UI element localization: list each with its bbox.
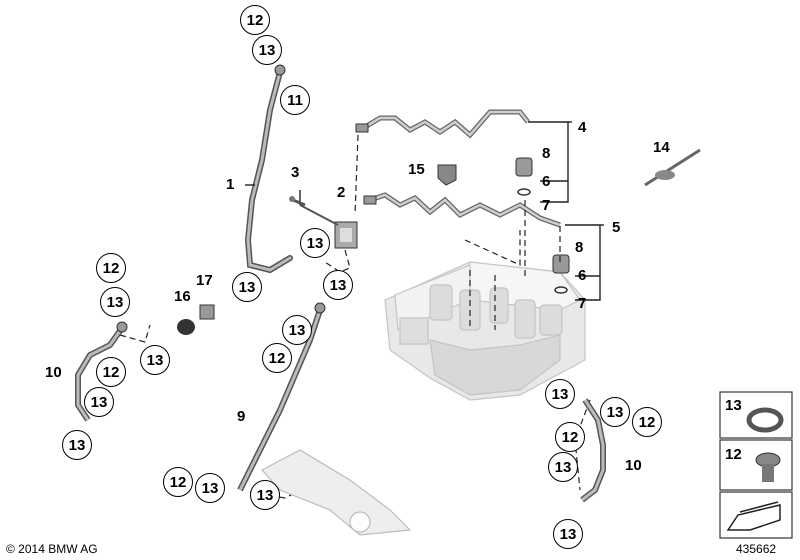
brake-hose-9 bbox=[237, 302, 326, 492]
callout-12-mid: 12 bbox=[262, 343, 292, 373]
label-part-7-upper: 7 bbox=[542, 197, 551, 214]
callout-13-mid-left: 13 bbox=[300, 228, 330, 258]
distributor-piece-2 bbox=[299, 204, 358, 249]
callout-13-left-end: 13 bbox=[62, 430, 92, 460]
callout-12-left: 12 bbox=[96, 253, 126, 283]
callout-13-left-hose: 13 bbox=[140, 345, 170, 375]
label-part-14: 14 bbox=[653, 139, 670, 156]
label-part-15: 15 bbox=[408, 161, 425, 178]
callout-11: 11 bbox=[280, 85, 310, 115]
callout-12-right-2: 12 bbox=[555, 422, 585, 452]
callout-13-right-2: 13 bbox=[600, 397, 630, 427]
fork-bridge bbox=[261, 449, 412, 536]
clip-15 bbox=[437, 164, 457, 186]
brake-line-4 bbox=[355, 109, 530, 139]
label-part-10-right: 10 bbox=[625, 457, 642, 474]
copyright-text: © 2014 BMW AG bbox=[6, 542, 98, 556]
dust-cap-16 bbox=[177, 319, 195, 335]
label-part-4: 4 bbox=[578, 119, 587, 136]
label-part-10-left: 10 bbox=[45, 364, 62, 381]
callout-13-right-3: 13 bbox=[548, 452, 578, 482]
fitting-8-upper bbox=[515, 157, 533, 196]
label-part-8-lower: 8 bbox=[575, 239, 584, 256]
callout-13-right-1: 13 bbox=[545, 379, 575, 409]
callout-12-top: 12 bbox=[240, 5, 270, 35]
callout-12-left-hose: 12 bbox=[96, 357, 126, 387]
legend-panel bbox=[719, 391, 793, 539]
brake-hose-10-right bbox=[580, 398, 606, 503]
label-part-3: 3 bbox=[291, 164, 300, 181]
brake-hose-10-left bbox=[75, 321, 128, 422]
legend-item-13: 13 bbox=[725, 397, 742, 414]
brake-hose-1 bbox=[244, 64, 293, 274]
fitting-8-lower bbox=[552, 254, 570, 294]
callout-13-bottom-2: 13 bbox=[250, 480, 280, 510]
sensor-14 bbox=[644, 148, 701, 187]
label-part-6-upper: 6 bbox=[542, 173, 551, 190]
callout-13-mid-2: 13 bbox=[282, 315, 312, 345]
callout-12-bottom: 12 bbox=[163, 467, 193, 497]
label-part-6-lower: 6 bbox=[578, 267, 587, 284]
document-number: 435662 bbox=[736, 542, 777, 556]
label-part-9: 9 bbox=[237, 408, 246, 425]
callout-13-mid-1: 13 bbox=[323, 270, 353, 300]
bracket-lines bbox=[245, 121, 604, 301]
label-part-16: 16 bbox=[174, 288, 191, 305]
bleeder-valve-17 bbox=[199, 304, 215, 320]
label-part-1: 1 bbox=[226, 176, 235, 193]
callout-13-bottom-1: 13 bbox=[195, 473, 225, 503]
callout-13-left-hose-2: 13 bbox=[84, 387, 114, 417]
guide-lines bbox=[119, 134, 591, 499]
label-part-8-upper: 8 bbox=[542, 145, 551, 162]
label-part-2: 2 bbox=[337, 184, 346, 201]
callout-12-right-1: 12 bbox=[632, 407, 662, 437]
label-part-17: 17 bbox=[196, 272, 213, 289]
callout-13-top: 13 bbox=[252, 35, 282, 65]
callout-13-left: 13 bbox=[100, 287, 130, 317]
callout-13-right-end: 13 bbox=[553, 519, 583, 549]
legend-item-12: 12 bbox=[725, 446, 742, 463]
label-part-7-lower: 7 bbox=[578, 295, 587, 312]
brake-line-5 bbox=[363, 192, 561, 228]
label-part-5: 5 bbox=[612, 219, 621, 236]
callout-13-left-bottom: 13 bbox=[232, 272, 262, 302]
bolt-3 bbox=[289, 196, 306, 207]
